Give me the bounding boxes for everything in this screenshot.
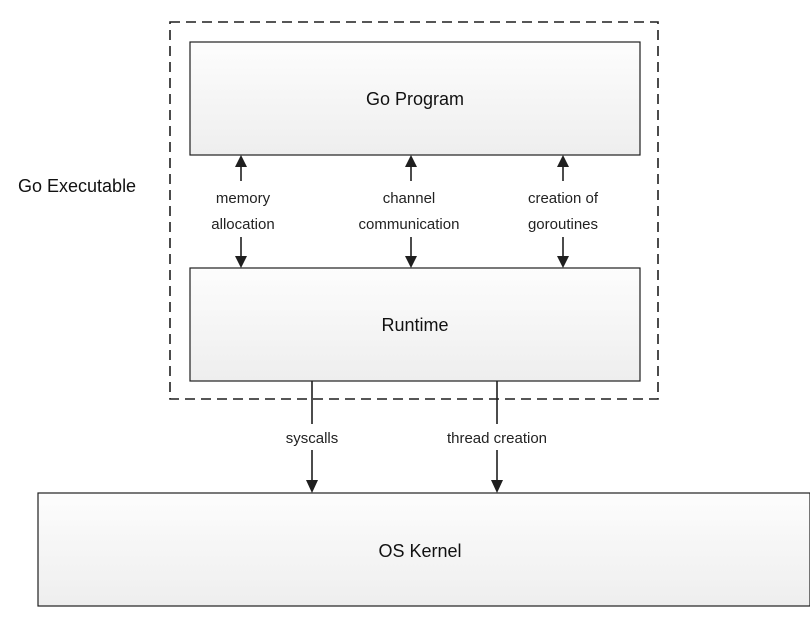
- channel-communication-label-line2: communication: [359, 216, 460, 233]
- memory-allocation-arrow: [235, 155, 247, 268]
- channel-communication-label-line1: channel: [383, 190, 436, 207]
- go-executable-boundary: [169, 21, 659, 400]
- go-program-box: [189, 41, 641, 156]
- thread-creation-label: thread creation: [447, 430, 547, 447]
- channel-communication-arrow: [405, 155, 417, 268]
- runtime-box: [189, 267, 641, 382]
- thread-creation-arrow: [491, 381, 503, 493]
- runtime-label: Runtime: [381, 315, 448, 335]
- creation-of-goroutines-label-line1: creation of: [528, 190, 599, 207]
- syscalls-arrow: [306, 381, 318, 493]
- go-program-label: Go Program: [366, 89, 464, 109]
- os-kernel-box: [37, 492, 810, 607]
- creation-of-goroutines-arrow: [557, 155, 569, 268]
- os-kernel-label: OS Kernel: [378, 541, 461, 561]
- memory-allocation-label-line2: allocation: [211, 216, 274, 233]
- syscalls-label: syscalls: [286, 430, 339, 447]
- creation-of-goroutines-label-line2: goroutines: [528, 216, 598, 233]
- go-executable-label: Go Executable: [18, 176, 136, 196]
- memory-allocation-label-line1: memory: [216, 190, 271, 207]
